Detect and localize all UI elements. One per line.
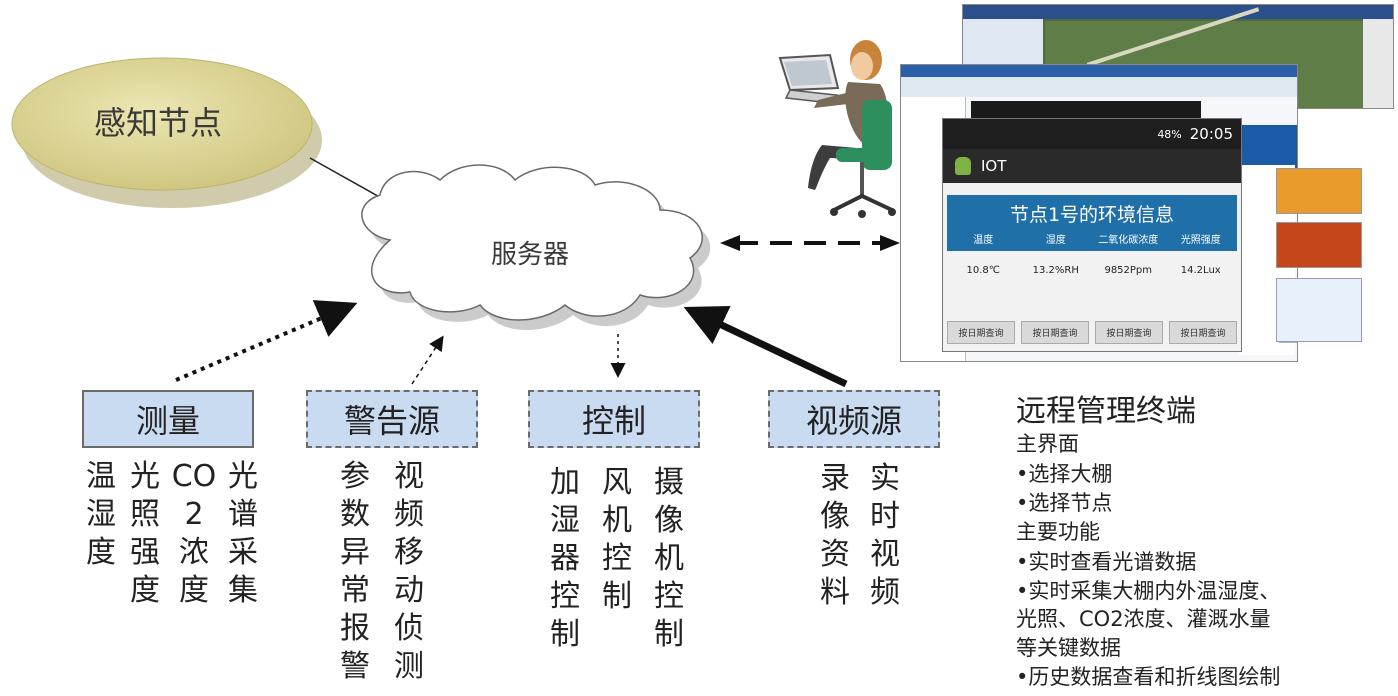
app-name: IOT <box>981 157 1007 175</box>
sensing-node: 感知节点 <box>11 57 322 208</box>
remote-line: •选择节点 <box>1016 491 1113 515</box>
header-co2: 二氧化碳浓度 <box>1098 235 1159 246</box>
server-cloud: 服务器 <box>361 164 711 330</box>
phone-clock: 20:05 <box>1189 125 1233 143</box>
video-items: 录像资料 实时视频 <box>816 460 904 612</box>
header-light: 光照强度 <box>1180 235 1221 246</box>
weather-thumbnail <box>1276 278 1362 342</box>
control-item: 加湿器控制 <box>550 465 580 652</box>
query-button-row: 按日期查询 按日期查询 按日期查询 按日期查询 <box>947 321 1237 344</box>
alarm-to-server-arrow <box>411 335 444 385</box>
measure-item: 温湿度 <box>86 459 116 570</box>
alarm-items: 参数异常报警 视频移动侦测 <box>336 458 428 686</box>
measure-item: CO2浓度 <box>171 459 217 608</box>
alarm-source-box: 警告源 <box>306 390 478 448</box>
fruit-thumbnail <box>1276 222 1362 268</box>
query-by-date-button[interactable]: 按日期查询 <box>1095 321 1163 344</box>
env-header-row: 温度 湿度 二氧化碳浓度 光照强度 <box>947 231 1237 251</box>
remote-line: •实时查看光谱数据 <box>1016 550 1197 574</box>
sensing-node-label: 感知节点 <box>94 104 222 142</box>
measure-items: 温湿度 光照强度 CO2浓度 光谱采集 <box>82 458 262 610</box>
video-to-server-arrow <box>683 306 848 388</box>
video-source-box: 视频源 <box>768 390 940 448</box>
remote-line: 主界面 <box>1016 432 1079 456</box>
remote-line: 光照、CO2浓度、灌溉水量 <box>1016 607 1271 631</box>
measure-item: 光照强度 <box>130 459 160 608</box>
environment-info-title: 节点1号的环境信息 <box>947 195 1237 231</box>
flower-thumbnail <box>1276 168 1362 214</box>
remote-line: •实时采集大棚内外温湿度、 <box>1016 579 1281 603</box>
android-icon <box>955 157 971 175</box>
control-box: 控制 <box>528 390 700 448</box>
server-terminal-arrow <box>720 235 900 251</box>
value-temperature: 10.8℃ <box>966 265 1001 276</box>
header-temperature: 温度 <box>973 235 994 246</box>
phone-app-bar: IOT <box>943 149 1241 183</box>
query-by-date-button[interactable]: 按日期查询 <box>947 321 1015 344</box>
value-co2: 9852Ppm <box>1104 265 1153 276</box>
video-item: 录像资料 <box>820 461 850 610</box>
measure-item: 光谱采集 <box>228 459 258 608</box>
user-at-laptop-illustration <box>778 40 896 218</box>
remote-terminal-title: 远程管理终端 <box>1016 394 1196 429</box>
phone-status-bar: 48% 20:05 <box>943 119 1241 149</box>
control-item: 摄像机控制 <box>654 465 684 652</box>
alarm-item: 参数异常报警 <box>340 459 370 684</box>
env-value-row: 10.8℃ 13.2%RH 9852Ppm 14.2Lux <box>947 265 1237 276</box>
remote-line: 主要功能 <box>1016 520 1100 544</box>
battery-level: 48% <box>1157 127 1182 141</box>
control-item: 风机控制 <box>602 465 632 614</box>
query-by-date-button[interactable]: 按日期查询 <box>1021 321 1089 344</box>
remote-line: •选择大棚 <box>1016 462 1113 486</box>
video-item: 实时视频 <box>870 461 900 610</box>
server-label: 服务器 <box>491 240 569 270</box>
control-items: 加湿器控制 风机控制 摄像机控制 <box>546 464 688 654</box>
measure-box: 测量 <box>82 390 254 448</box>
value-humidity: 13.2%RH <box>1032 265 1079 276</box>
remote-line: •历史数据查看和折线图绘制 <box>1016 665 1281 689</box>
query-by-date-button[interactable]: 按日期查询 <box>1169 321 1237 344</box>
header-humidity: 湿度 <box>1045 235 1066 246</box>
measure-to-server-arrow <box>175 300 358 382</box>
remote-line: 等关键数据 <box>1016 636 1121 660</box>
value-light: 14.2Lux <box>1180 265 1221 276</box>
mobile-app-screen: 48% 20:05 IOT 节点1号的环境信息 温度 湿度 二氧化碳浓度 光照强… <box>942 118 1242 352</box>
alarm-item: 视频移动侦测 <box>394 459 424 684</box>
